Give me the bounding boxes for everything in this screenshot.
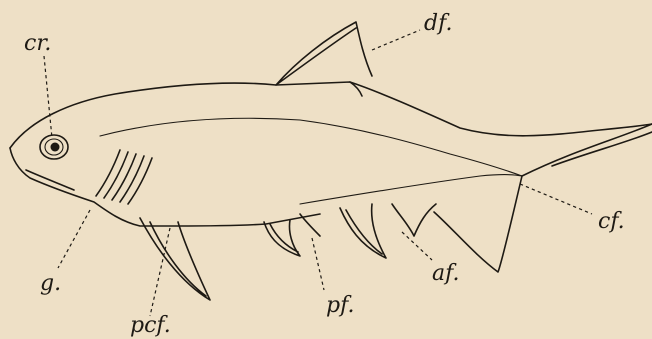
label-df: df. [424,11,452,36]
caudal-fin-lower [434,176,522,272]
lower-body-line [300,175,522,205]
gill-slits [96,150,152,204]
anal-fin [340,204,386,258]
label-af: af. [432,261,459,286]
pectoral-fin [140,218,210,300]
body-outline-upper [10,82,652,148]
body-outline-lower [10,148,320,226]
label-g: g. [40,271,61,296]
label-pf: pf. [326,293,354,318]
pelvic-fin-front [300,214,320,236]
label-cr: cr. [24,31,51,56]
label-cf: cf. [598,209,625,234]
label-pcf: pcf. [130,313,171,338]
eye [40,135,68,159]
ventral-fin-posterior [392,204,436,236]
leader-lines [44,30,592,316]
pelvic-fin [264,220,300,256]
